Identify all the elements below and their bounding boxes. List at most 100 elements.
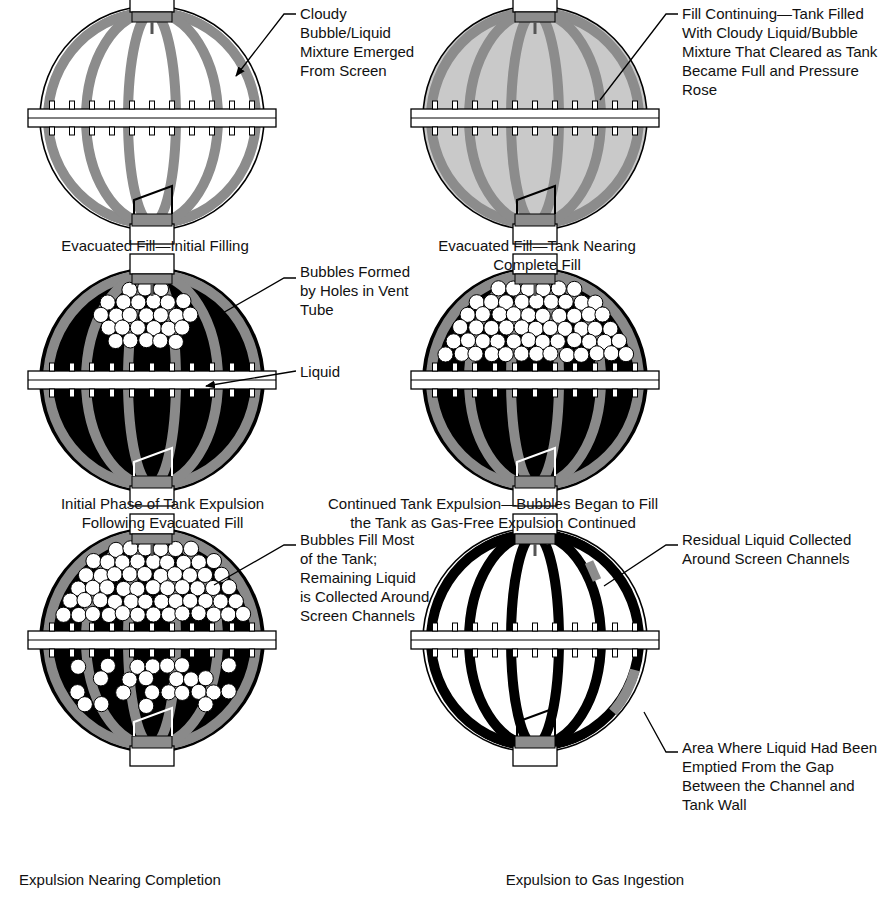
bolt — [533, 101, 538, 109]
bolt — [513, 127, 518, 135]
bubble — [206, 607, 221, 622]
bubble — [77, 592, 92, 607]
bubble — [137, 566, 152, 581]
vent-tube — [151, 22, 154, 34]
screen-cap — [515, 214, 555, 226]
bolt — [70, 389, 75, 397]
bubble — [174, 658, 189, 673]
bubble — [101, 320, 116, 335]
bolt — [613, 389, 618, 397]
bolt — [473, 127, 478, 135]
bolt — [130, 389, 135, 397]
bolt — [70, 127, 75, 135]
bolt — [453, 127, 458, 135]
callout-label: Fill Continuing—Tank Filled With Cloudy … — [682, 4, 887, 99]
bolt — [50, 101, 55, 109]
bolt — [473, 389, 478, 397]
bubble — [529, 294, 544, 309]
leader-line — [604, 545, 678, 586]
flange — [411, 631, 659, 649]
bubble — [93, 671, 108, 686]
bubble — [221, 607, 236, 622]
bubble — [86, 553, 101, 568]
bolt — [513, 649, 518, 657]
bubble — [454, 346, 469, 361]
bolt — [70, 623, 75, 631]
bolt — [553, 363, 558, 371]
callout-label: Area Where Liquid Had Been Emptied From … — [682, 738, 887, 814]
bolt — [513, 623, 518, 631]
panel-caption: Evacuated Fill—Initial Filling — [20, 236, 290, 255]
bolt — [633, 389, 638, 397]
bubble — [94, 697, 109, 712]
bolt — [633, 101, 638, 109]
bubble — [138, 671, 153, 686]
bolt — [513, 363, 518, 371]
callout-label: Bubbles Fill Most of the Tank; Remaining… — [300, 530, 430, 625]
baffle-plate — [134, 708, 172, 736]
panel-caption: Expulsion to Gas Ingestion — [470, 870, 720, 889]
bolt — [533, 389, 538, 397]
bolt — [190, 363, 195, 371]
bolt — [593, 623, 598, 631]
bolt — [210, 649, 215, 657]
bolt — [493, 101, 498, 109]
screen-cap — [132, 214, 172, 226]
bubble — [123, 333, 138, 348]
bubble — [581, 307, 596, 322]
bolt — [493, 363, 498, 371]
callout-label: Bubbles Formed by Holes in Vent Tube — [300, 262, 425, 319]
bubble — [491, 281, 506, 296]
bolt — [473, 101, 478, 109]
bubble — [498, 347, 513, 362]
bolt — [613, 127, 618, 135]
leader-line — [206, 371, 296, 386]
bubble — [183, 541, 198, 556]
leader-lines — [206, 14, 678, 752]
bolt — [473, 649, 478, 657]
bubble — [198, 697, 213, 712]
bolt — [150, 101, 155, 109]
bubble — [160, 581, 175, 596]
panel-caption: Initial Phase of Tank Expulsion Followin… — [40, 494, 285, 532]
bolt — [190, 101, 195, 109]
screen-cap — [132, 476, 172, 488]
bolt — [170, 623, 175, 631]
bubble — [191, 606, 206, 621]
bubble — [77, 697, 92, 712]
bolt — [90, 623, 95, 631]
bolt — [553, 101, 558, 109]
bolt — [230, 127, 235, 135]
vent-tube — [534, 284, 537, 296]
bolt — [573, 363, 578, 371]
bolt — [190, 127, 195, 135]
bolt — [553, 127, 558, 135]
bubble — [438, 347, 453, 362]
bolt — [50, 649, 55, 657]
bubble — [543, 320, 558, 335]
bolt — [453, 101, 458, 109]
bubble — [574, 347, 589, 362]
bubble — [484, 347, 499, 362]
bolt — [50, 127, 55, 135]
bubble — [145, 685, 160, 700]
bolt — [210, 363, 215, 371]
screen-cap — [515, 736, 555, 748]
bolt — [90, 389, 95, 397]
bolt — [493, 649, 498, 657]
tank — [28, 514, 276, 766]
bolt — [150, 623, 155, 631]
screen-cap — [132, 534, 172, 544]
bubble — [139, 698, 154, 713]
top-port — [513, 0, 557, 12]
leader-line — [600, 14, 678, 100]
flange-joint — [28, 118, 276, 119]
bubble — [521, 332, 536, 347]
bolt — [593, 363, 598, 371]
bolt — [573, 389, 578, 397]
bolt — [230, 623, 235, 631]
bubble — [559, 347, 574, 362]
bubble — [514, 346, 529, 361]
bolt — [513, 389, 518, 397]
bolt — [110, 649, 115, 657]
